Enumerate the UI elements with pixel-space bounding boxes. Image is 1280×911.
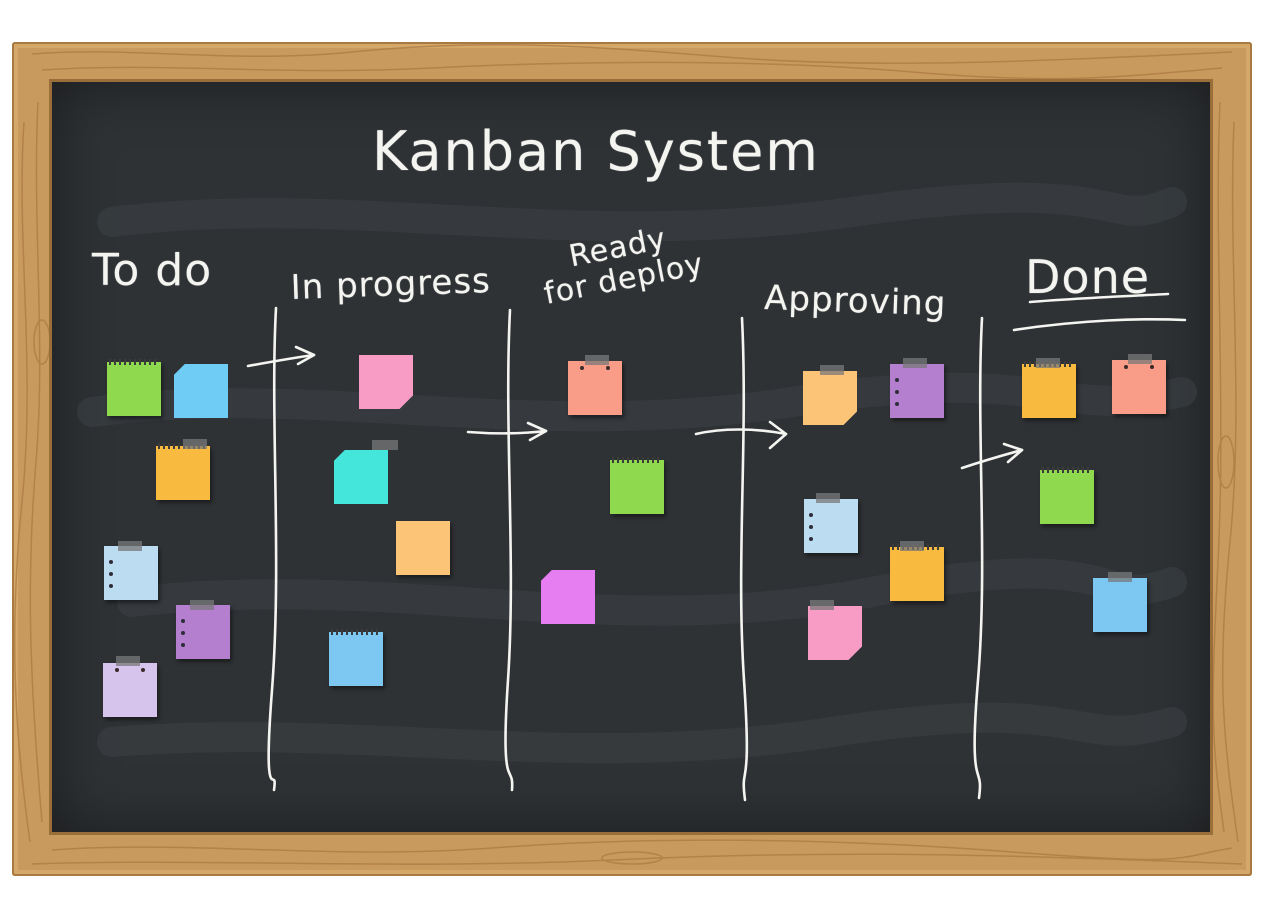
sticky-note[interactable] — [103, 663, 157, 717]
column-heading-done: Done — [1025, 250, 1151, 304]
tape — [118, 541, 142, 551]
sticky-note[interactable] — [176, 605, 230, 659]
sticky-note[interactable] — [803, 371, 857, 425]
sticky-note[interactable] — [107, 359, 161, 416]
sticky-note[interactable] — [890, 364, 944, 418]
tape — [183, 439, 207, 449]
sticky-note[interactable] — [334, 450, 388, 504]
sticky-note[interactable] — [541, 570, 595, 624]
sticky-note[interactable] — [329, 629, 383, 686]
tape — [810, 600, 834, 610]
tape — [190, 600, 214, 610]
wood-grain — [13, 44, 1243, 865]
tape — [372, 440, 398, 450]
sticky-note[interactable] — [568, 361, 622, 415]
column-heading-in-progress: In progress — [290, 261, 492, 308]
sticky-note[interactable] — [804, 499, 858, 553]
tape — [1036, 358, 1060, 368]
sticky-note[interactable] — [396, 521, 450, 575]
sticky-note[interactable] — [808, 606, 862, 660]
board-title: Kanban System — [372, 120, 820, 183]
sticky-note[interactable] — [1093, 578, 1147, 632]
sticky-note[interactable] — [174, 364, 228, 418]
tape — [903, 358, 927, 368]
tape — [816, 493, 840, 503]
sticky-note[interactable] — [1022, 361, 1076, 418]
sticky-note[interactable] — [156, 443, 210, 500]
tape — [1108, 572, 1132, 582]
tape — [900, 541, 924, 551]
sticky-note[interactable] — [104, 546, 158, 600]
tape — [585, 355, 609, 365]
column-heading-approving: Approving — [763, 278, 948, 325]
tape — [820, 365, 844, 375]
column-heading-to-do: To do — [92, 245, 213, 296]
sticky-note[interactable] — [359, 355, 413, 409]
sticky-note[interactable] — [1040, 467, 1094, 524]
tape — [116, 656, 140, 666]
tape — [1128, 354, 1152, 364]
sticky-note[interactable] — [610, 457, 664, 514]
sticky-note[interactable] — [1112, 360, 1166, 414]
sticky-note[interactable] — [890, 544, 944, 601]
